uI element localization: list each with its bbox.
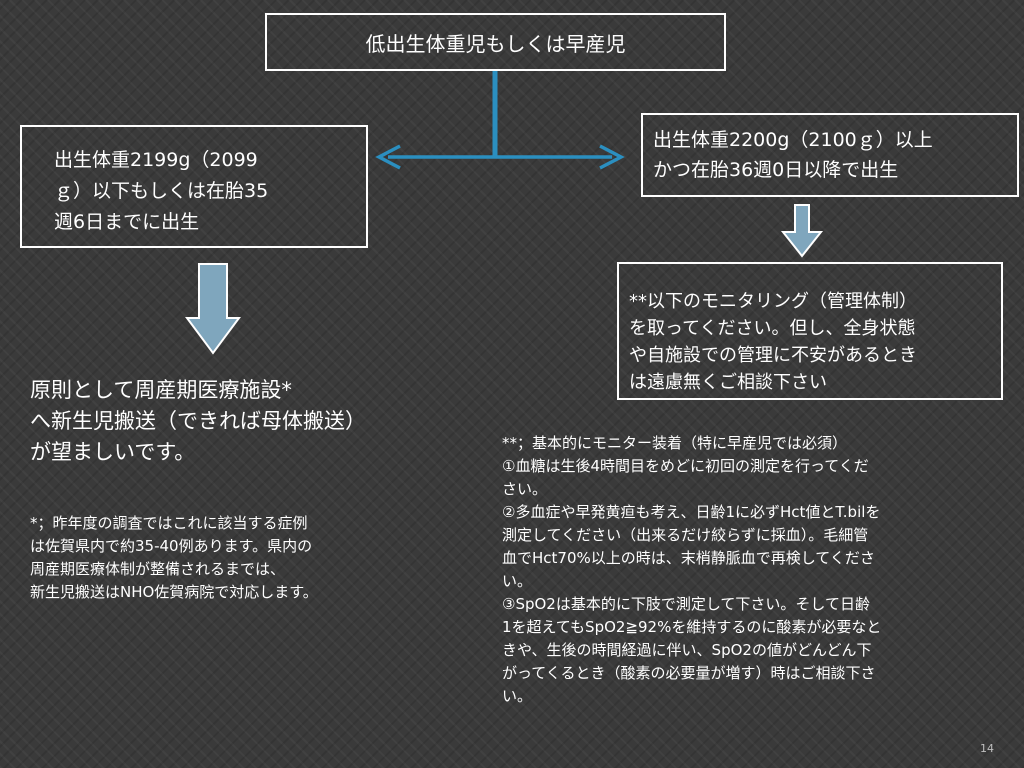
- left-result-line: が望ましいです。: [30, 440, 196, 464]
- left-box-line: ｇ）以下もしくは在胎35: [54, 180, 269, 202]
- left-box-line: 出生体重2199g（2099: [54, 149, 258, 171]
- right-footnote-line: **；基本的にモニター装着（特に早産児では必須）: [502, 434, 848, 452]
- right-box-line: 出生体重2200g（2100ｇ）以上: [653, 129, 933, 151]
- right-footnote-line: さい。: [502, 480, 548, 498]
- top-box: 低出生体重児もしくは早産児: [265, 13, 726, 71]
- right-footnote-line: きや、生後の時間経過に伴い、SpO2の値がどんどん下: [502, 641, 872, 659]
- left-result-line: へ新生児搬送（できれば母体搬送）: [30, 409, 366, 433]
- left-result-line: 原則として周産期医療施設*: [30, 378, 292, 402]
- right-footnote-line: ①血糖は生後4時間目をめどに初回の測定を行ってくだ: [502, 457, 869, 475]
- arrowhead-left: [375, 144, 401, 170]
- right-condition-box: 出生体重2200g（2100ｇ）以上 かつ在胎36週0日以降で出生: [641, 113, 1019, 197]
- right-footnote-line: ③SpO2は基本的に下肢で測定して下さい。そして日齢: [502, 595, 870, 613]
- right-footnote-line: い。: [502, 572, 533, 590]
- right-footnote-line: 1を超えてもSpO2≧92%を維持するのに酸素が必要なと: [502, 618, 882, 636]
- monitoring-box-line: **以下のモニタリング（管理体制）: [629, 291, 917, 312]
- left-condition-box: 出生体重2199g（2099 ｇ）以下もしくは在胎35 週6日までに出生: [20, 125, 368, 248]
- arrowhead-right: [599, 144, 625, 170]
- left-footnote-line: *；昨年度の調査ではこれに該当する症例: [30, 514, 308, 532]
- right-box-line: かつ在胎36週0日以降で出生: [653, 159, 899, 181]
- down-arrow-right: [780, 204, 824, 258]
- right-footnote-line: 血でHct70%以上の時は、末梢静脈血で再検してくださ: [502, 549, 875, 567]
- right-footnote: **；基本的にモニター装着（特に早産児では必須） ①血糖は生後4時間目をめどに初…: [502, 432, 1002, 708]
- left-footnote-line: は佐賀県内で約35-40例あります。県内の: [30, 537, 313, 555]
- right-footnote-line: がってくるとき（酸素の必要量が増す）時はご相談下さ: [502, 664, 876, 682]
- left-box-line: 週6日までに出生: [54, 211, 200, 233]
- left-result-text: 原則として周産期医療施設* へ新生児搬送（できれば母体搬送） が望ましいです。: [30, 375, 450, 468]
- page-number: 14: [980, 742, 994, 755]
- top-box-text: 低出生体重児もしくは早産児: [365, 31, 626, 56]
- left-footnote: *；昨年度の調査ではこれに該当する症例 は佐賀県内で約35-40例あります。県内…: [30, 512, 420, 604]
- monitoring-box: **以下のモニタリング（管理体制） を取ってください。但し、全身状態 や自施設で…: [617, 262, 1003, 400]
- left-footnote-line: 新生児搬送はNHO佐賀病院で対応します。: [30, 583, 318, 601]
- monitoring-box-line: や自施設での管理に不安があるとき: [629, 345, 917, 366]
- monitoring-box-line: は遠慮無くご相談下さい: [629, 372, 827, 393]
- monitoring-box-line: を取ってください。但し、全身状態: [629, 318, 916, 339]
- down-arrow-left: [185, 263, 241, 355]
- right-footnote-line: ②多血症や早発黄疸も考え、日齢1に必ずHct値とT.bilを: [502, 503, 881, 521]
- right-footnote-line: い。: [502, 687, 533, 705]
- right-footnote-line: 測定してください（出来るだけ絞らずに採血）。毛細管: [502, 526, 869, 544]
- left-footnote-line: 周産期医療体制が整備されるまでは、: [30, 560, 286, 578]
